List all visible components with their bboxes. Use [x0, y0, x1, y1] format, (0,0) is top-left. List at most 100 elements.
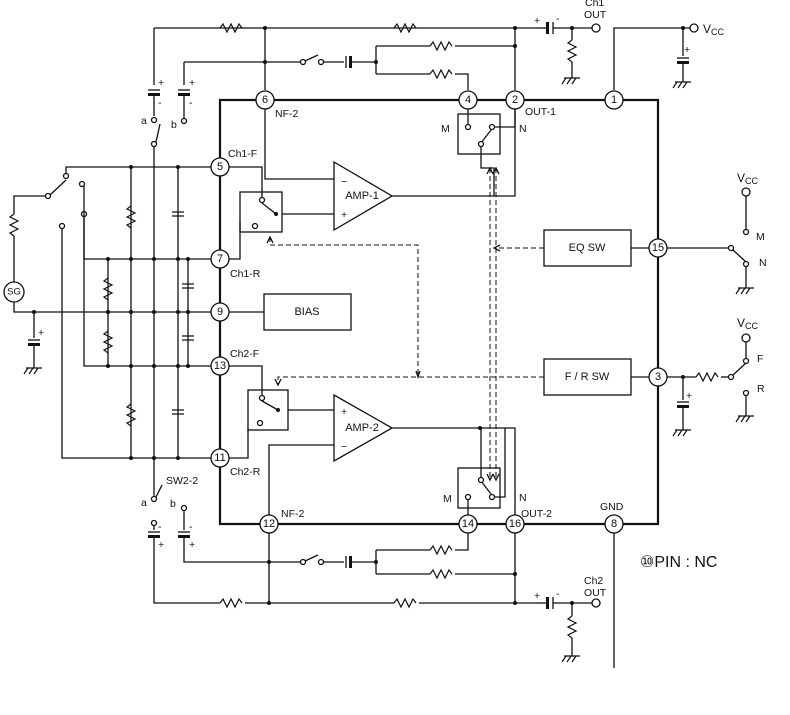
capacitor-sw-bottom-a: [148, 531, 160, 538]
resistor-ladder-1: [125, 205, 137, 229]
pin-5: 5: [210, 157, 230, 177]
resistor-load-ch2: [566, 615, 578, 639]
b-bottom-label: b: [170, 498, 176, 510]
ch2-label: Ch2: [584, 575, 603, 587]
out1-label: OUT-1: [525, 106, 556, 118]
svg-text:3: 3: [655, 371, 661, 383]
resistor-top-mid: [393, 22, 417, 34]
resistor-ladder-4: [102, 330, 114, 354]
ic-body: [218, 98, 660, 526]
switch-nf-top[interactable]: [299, 54, 325, 66]
ground-symbol: [735, 287, 754, 295]
capacitor-bias: [28, 339, 40, 346]
capacitor-fr: [677, 401, 689, 408]
svg-text:1: 1: [611, 94, 617, 106]
switch-fr[interactable]: [727, 357, 750, 397]
amp2-label: AMP-2: [345, 422, 379, 434]
vcc-label-eq: VCC: [737, 171, 759, 186]
cap-minus-sw-top-a: -: [158, 97, 162, 109]
resistor-bottom-left: [219, 597, 243, 609]
resistor-fr: [695, 371, 719, 383]
svg-text:15: 15: [652, 242, 664, 254]
output-capacitor-ch1: [538, 22, 560, 34]
pin-3: 3: [648, 367, 668, 387]
svg-text:4: 4: [465, 94, 471, 106]
resistor-nf-bottom-2: [429, 568, 453, 580]
pin-9: 9: [210, 302, 230, 322]
switch-eq[interactable]: [727, 228, 750, 268]
pin-13: 13: [210, 356, 230, 376]
pin-6: 6: [255, 90, 275, 110]
cap-plus-ch1: +: [534, 15, 540, 27]
pin-4: 4: [458, 90, 478, 110]
cap-plus-vcc: +: [684, 44, 690, 56]
gnd-label: GND: [600, 501, 624, 513]
capacitor-sw-top-b: [178, 89, 190, 96]
out2-label: OUT-2: [521, 508, 552, 520]
ground-symbol: [672, 81, 691, 89]
resistor-top-left: [219, 22, 243, 34]
svg-text:2: 2: [512, 94, 518, 106]
cap-plus-sw-top-a: +: [158, 77, 164, 89]
n-bottom-label: N: [519, 492, 527, 504]
cap-minus-sw-top-b: -: [189, 97, 193, 109]
vcc-terminal-top[interactable]: [689, 23, 699, 33]
cap-minus-sw-bottom-a: -: [158, 521, 162, 533]
pin-8: 8: [604, 514, 624, 534]
cap-minus-sw-bottom-b: -: [189, 521, 193, 533]
eq-sw-label: EQ SW: [569, 242, 606, 254]
ch1-out-terminal[interactable]: [591, 23, 601, 33]
pin-2: 2: [505, 90, 525, 110]
svg-text:9: 9: [217, 306, 223, 318]
resistor-nf-top-1: [429, 40, 453, 52]
capacitor-nf-bottom: [345, 556, 352, 568]
svg-text:8: 8: [611, 518, 617, 530]
svg-text:16: 16: [509, 518, 521, 530]
input-switch-ch1: [239, 191, 283, 233]
ch1-out-label: OUT: [584, 9, 607, 21]
ch2-out-terminal[interactable]: [591, 598, 601, 608]
cap-plus-sw-bottom-b: +: [189, 539, 195, 551]
resistor-nf-top-2: [429, 68, 453, 80]
capacitor-nf-top: [345, 56, 352, 68]
ch1-label: Ch1: [585, 0, 604, 9]
capacitor-sw-top-a: [148, 89, 160, 96]
vcc-terminal-fr[interactable]: [741, 333, 751, 343]
input-switch-ch2: [247, 389, 289, 431]
cap-plus-sw-bottom-a: +: [158, 539, 164, 551]
pin-12: 12: [259, 514, 279, 534]
vcc-terminal-eq[interactable]: [741, 187, 751, 197]
amp2-plus: +: [341, 406, 347, 418]
ch1f-label: Ch1-F: [228, 148, 257, 160]
nc-note: ⑩PIN : NC: [640, 554, 717, 571]
ground-symbol: [735, 415, 754, 423]
r-fr-label: R: [757, 383, 765, 395]
nf2-top-label: NF-2: [275, 108, 298, 120]
svg-text:5: 5: [217, 161, 223, 173]
ground-symbol: [672, 429, 691, 437]
switch-sw2-2[interactable]: [150, 484, 188, 527]
switch-sg-selector[interactable]: [44, 172, 88, 230]
capacitor-ladder-3: [182, 283, 194, 289]
ground-symbol: [561, 655, 580, 663]
ch2r-label: Ch2-R: [230, 466, 261, 478]
pin-11: 11: [210, 448, 230, 468]
nf2-bottom-label: NF-2: [281, 508, 304, 520]
n-eq-label: N: [759, 257, 767, 269]
resistor-load-ch1: [566, 39, 578, 63]
sw22-label: SW2-2: [166, 475, 198, 487]
b-top-label: b: [171, 119, 177, 131]
cap-plus-bias: +: [38, 327, 44, 339]
a-top-label: a: [141, 115, 147, 127]
bias-block: [263, 293, 352, 331]
resistor-ladder-2: [125, 403, 137, 427]
vcc-label-top: VCC: [703, 22, 725, 37]
svg-text:14: 14: [462, 518, 474, 530]
m-eq-label: M: [756, 231, 765, 243]
resistor-sg: [8, 213, 20, 237]
capacitor-ladder-4: [182, 335, 194, 341]
m-top-label: M: [441, 123, 450, 135]
switch-sw2-1[interactable]: [150, 116, 188, 148]
cap-minus-ch2: -: [556, 588, 560, 600]
switch-nf-bottom[interactable]: [299, 554, 325, 566]
